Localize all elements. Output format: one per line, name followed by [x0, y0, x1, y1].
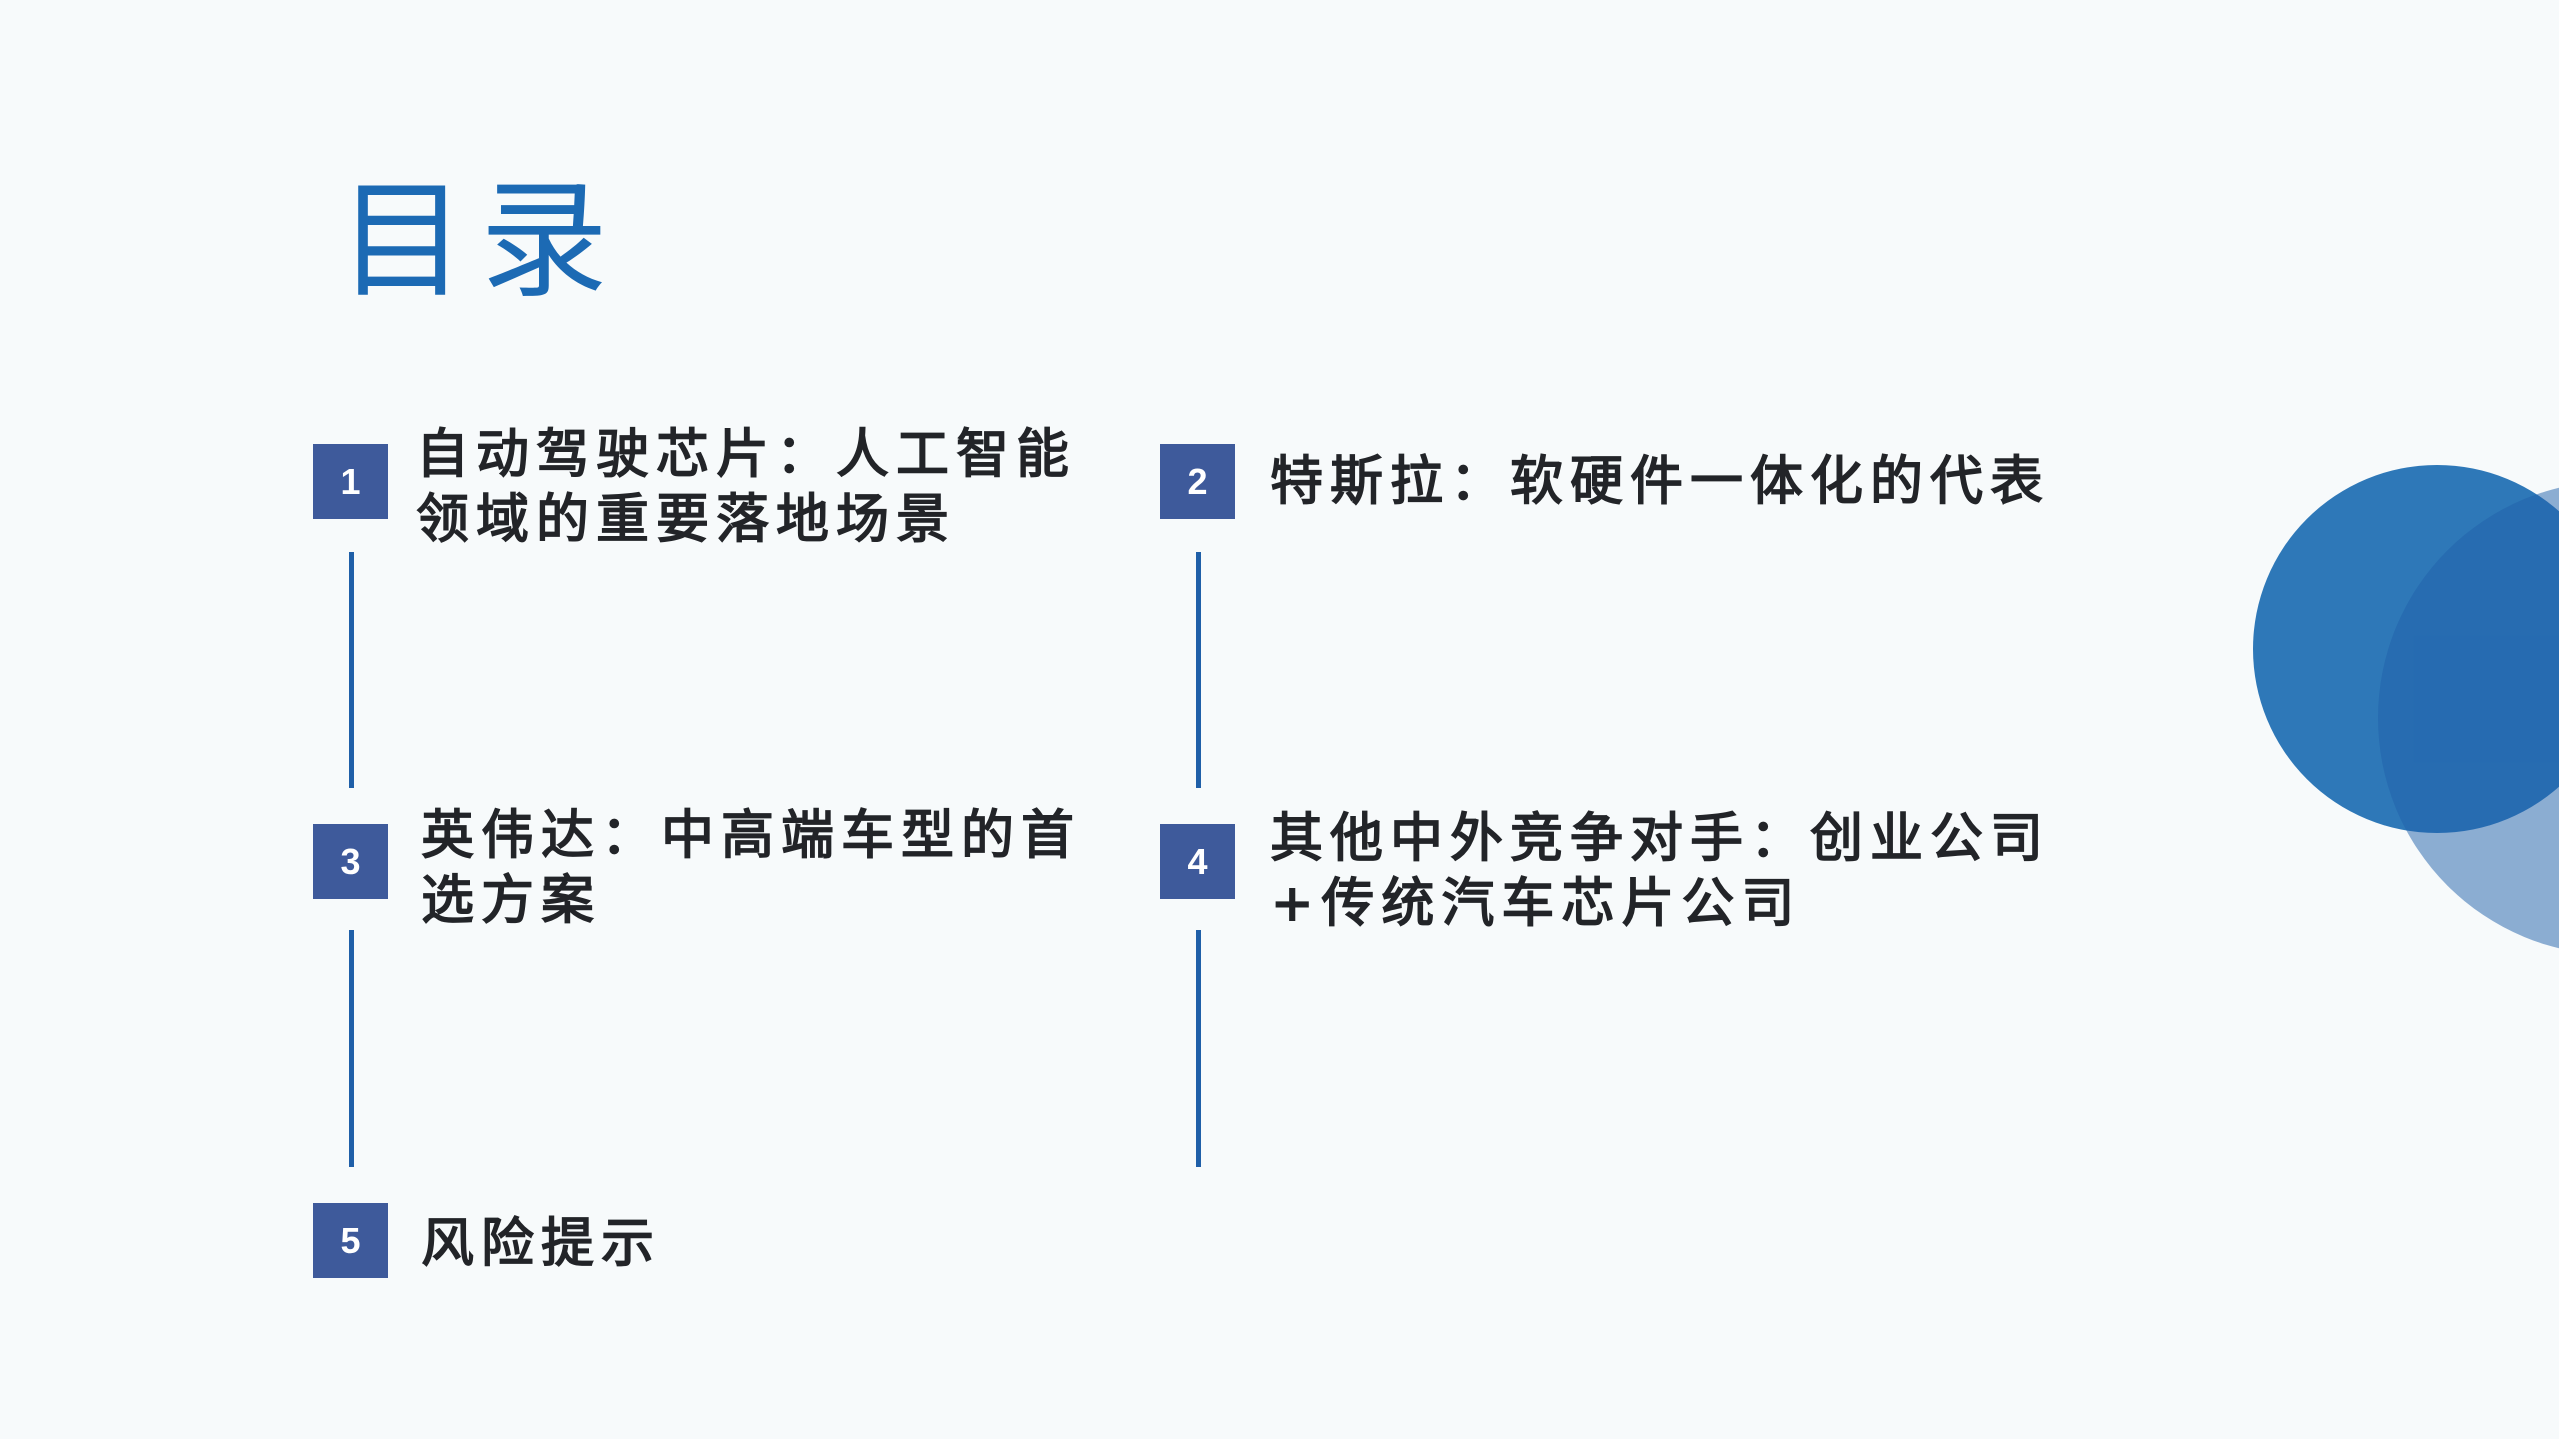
toc-item-5-line-1: 风险提示 [421, 1213, 661, 1274]
toc-item-4[interactable]: 其他中外竞争对手：创业公司 +传统汽车芯片公司 [1270, 806, 2050, 936]
page-title: 目录 [338, 167, 623, 316]
toc-item-1-line-2: 领域的重要落地场景 [416, 489, 956, 550]
connector-line [1196, 930, 1201, 1167]
toc-item-2-line-1: 特斯拉：软硬件一体化的代表 [1270, 451, 2050, 512]
connector-line [349, 552, 354, 788]
toc-item-1[interactable]: 自动驾驶芯片：人工智能 领域的重要落地场景 [416, 422, 1076, 552]
item-number-badge-2: 2 [1160, 444, 1235, 519]
toc-item-3-line-1: 英伟达：中高端车型的首 [421, 805, 1081, 866]
connector-line [349, 930, 354, 1167]
item-number-badge-4: 4 [1160, 824, 1235, 899]
item-number-badge-1: 1 [313, 444, 388, 519]
toc-item-4-line-1: 其他中外竞争对手：创业公司 [1270, 808, 2050, 869]
item-number-badge-5: 5 [313, 1203, 388, 1278]
item-number-badge-3: 3 [313, 824, 388, 899]
toc-item-4-line-2: +传统汽车芯片公司 [1270, 873, 1802, 934]
toc-item-3[interactable]: 英伟达：中高端车型的首 选方案 [421, 803, 1081, 933]
toc-item-2[interactable]: 特斯拉：软硬件一体化的代表 [1270, 449, 2050, 514]
toc-item-5[interactable]: 风险提示 [421, 1211, 661, 1276]
toc-item-3-line-2: 选方案 [421, 870, 601, 931]
toc-item-1-line-1: 自动驾驶芯片：人工智能 [416, 424, 1076, 485]
connector-line [1196, 552, 1201, 788]
